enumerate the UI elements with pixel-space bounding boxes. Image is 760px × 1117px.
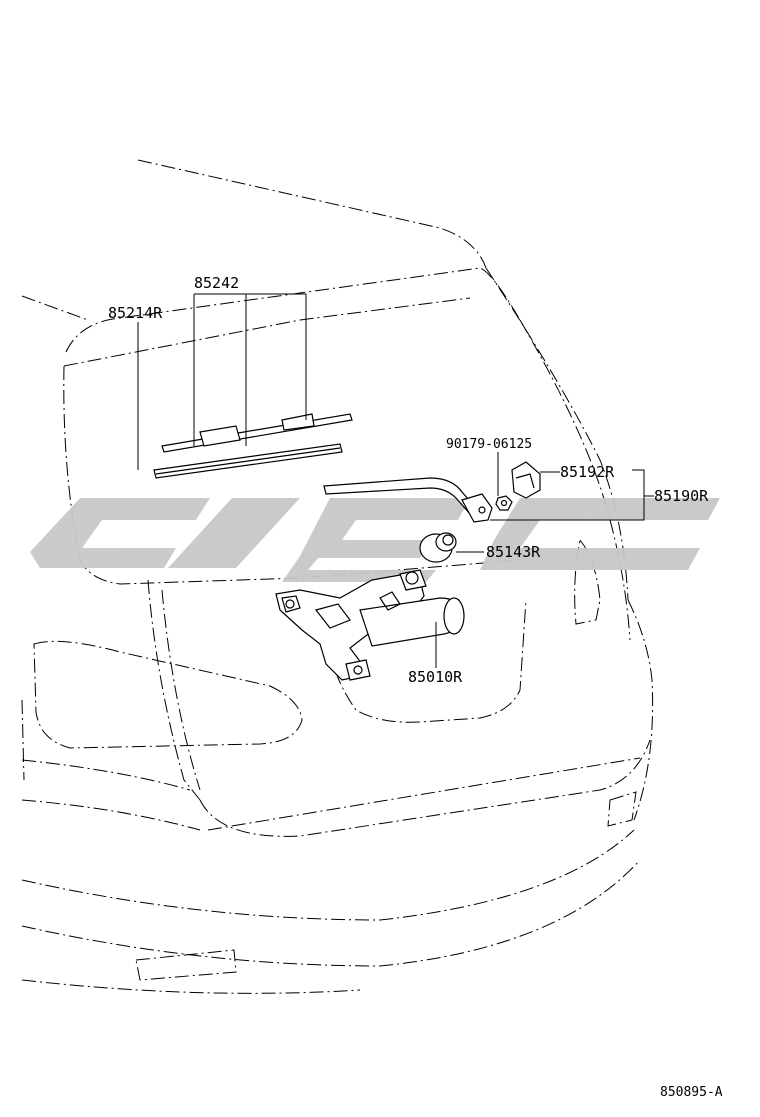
leader-lines xyxy=(137,293,654,668)
callout-85214r: 85214R xyxy=(108,304,163,322)
callout-85192r: 85192R xyxy=(560,463,615,481)
grommet-part xyxy=(419,532,457,563)
nut-part xyxy=(495,495,513,511)
callout-85143r: 85143R xyxy=(486,543,541,561)
cap-part xyxy=(511,461,541,499)
callout-labels: 85242 85214R 90179-06125 85192R 85190R 8… xyxy=(108,274,723,1100)
wiper-arm xyxy=(323,477,493,523)
callout-90179-06125: 90179-06125 xyxy=(446,437,532,452)
callout-85242: 85242 xyxy=(194,274,239,292)
wiper-blade xyxy=(153,413,353,479)
callout-85010r: 85010R xyxy=(408,668,463,686)
callout-85190r: 85190R xyxy=(654,487,709,505)
watermark-logo xyxy=(30,498,720,582)
diagram-number: 850895-A xyxy=(660,1085,723,1100)
